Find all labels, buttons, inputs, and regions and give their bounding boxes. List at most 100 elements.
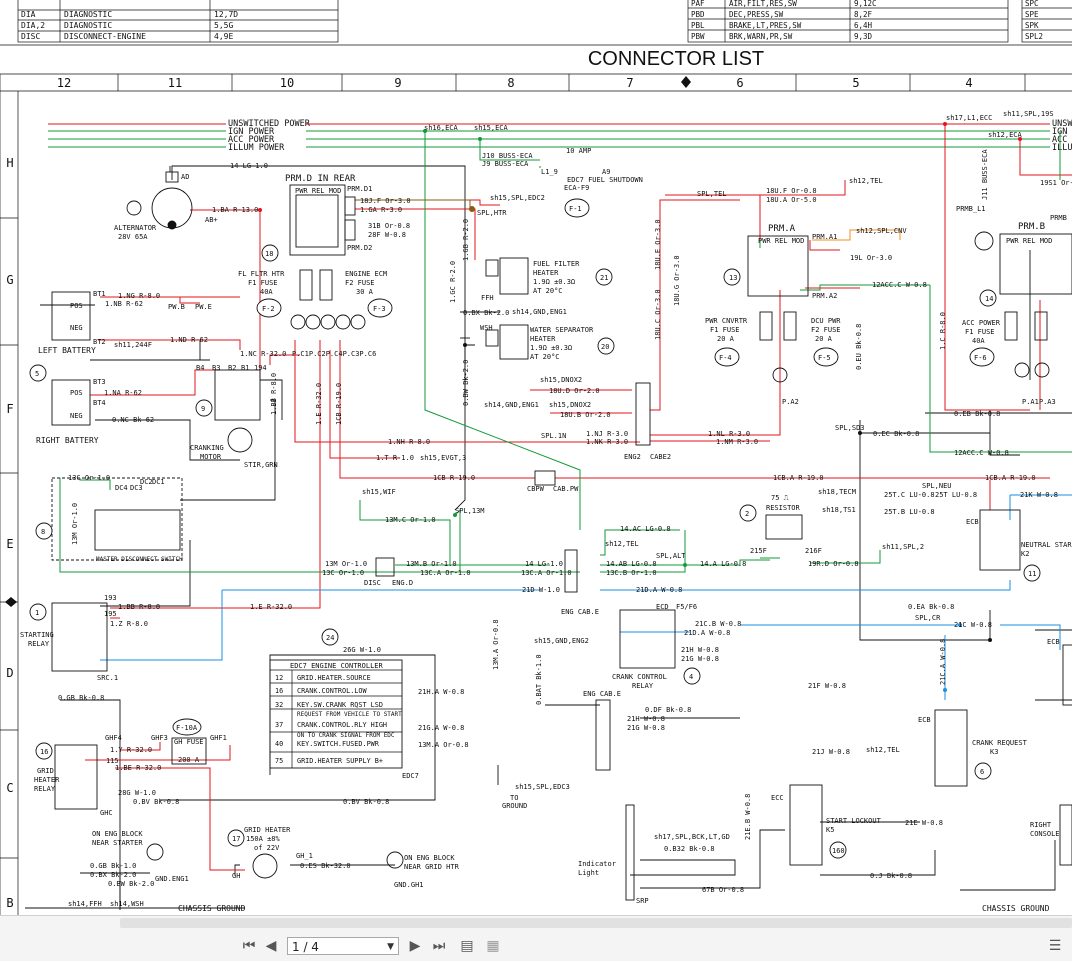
component-label: 200 A (178, 756, 200, 764)
component-label: RELAY (632, 682, 654, 690)
pin-label: DC4 (115, 484, 128, 492)
left-battery (51, 291, 91, 341)
wire-label: 21J W-0.8 (812, 748, 850, 756)
component-label: 40A (260, 288, 273, 296)
wire-label: 0.NC Bk-62 (112, 416, 154, 424)
wire-label: 13M Or-1.0 (325, 560, 367, 568)
first-page-icon[interactable]: ⏮ (242, 938, 256, 954)
ref-label: sh15,WIF (362, 488, 396, 496)
component-label: ALTERNATOR (114, 224, 157, 232)
last-page-icon[interactable]: ⏭ (432, 938, 446, 954)
pin-label: DC3 (130, 484, 143, 492)
wire-label: 13C.A Or-1.0 (521, 569, 572, 577)
splice-label: SPL,TEL (697, 190, 727, 198)
bus-label-illum: ILLUM POWER (228, 143, 285, 153)
pin-label: AB+ (205, 216, 218, 224)
wire-label: 21H W-0.8 (627, 715, 665, 723)
wire-label: 0.EU Bk-0.8 (855, 324, 863, 370)
ref-label: sh12,SPL,CNV (856, 227, 907, 235)
ref-label: sh11,SPL,19S (1003, 110, 1054, 118)
horizontal-scrollbar[interactable] (120, 918, 1072, 928)
col-label: 10 (280, 76, 294, 90)
ref-label: sh15,DNOX2 (540, 376, 582, 384)
wire-label: 21F W-0.8 (808, 682, 846, 690)
component-label: WATER SEPARATOR (530, 326, 594, 334)
wire-label: 26G W-1.0 (343, 646, 381, 654)
wire-label: 21C W-0.8 (954, 621, 992, 629)
bus-label-ign: IGN POWER (228, 127, 275, 137)
wire-label: 21E.B W-0.8 (744, 794, 752, 840)
component-label: LEFT BATTERY (38, 346, 96, 355)
wire-label: 21H W-0.8 (681, 646, 719, 654)
component-label: NEAR STARTER (92, 839, 143, 847)
component-label: HEATER (530, 335, 556, 343)
pin-label: GH_1 (296, 852, 313, 860)
edc7-signal: GRID.HEATER SUPPLY B+ (297, 757, 383, 765)
wire-label: 19R.D Or-0.8 (808, 560, 859, 568)
chevron-down-icon: ▼ (387, 942, 394, 952)
ref-label: sh15,DNOX2 (549, 401, 591, 409)
component-label: EDC7 FUEL SHUTDOWN (567, 176, 643, 184)
edc7-pin: 75 (275, 757, 283, 765)
callout-number: 18 (265, 250, 273, 258)
sidebar-icon[interactable]: ☰ (1048, 938, 1062, 954)
wire-label: 14 LG-1.0 (525, 560, 563, 568)
col-label: 11 (168, 76, 182, 90)
grid-heater (252, 853, 278, 879)
component-label: NEUTRAL STAR (1021, 541, 1072, 549)
wire-label: 0.BW Bk-2.0 (108, 880, 154, 888)
wire-label: 1.NG R-8.0 (118, 292, 160, 300)
wiring-diagram: DIA DIAGNOSTIC 12,7D DIA,2 DIAGNOSTIC 5,… (0, 0, 1072, 915)
wire-label: 13M.A Or-0.8 (492, 619, 500, 670)
splice-label: SPL,13M (455, 507, 485, 515)
page-select[interactable]: 1 / 4▼ (287, 937, 399, 955)
outline-icon[interactable]: ▤ (460, 938, 474, 954)
tbl-r-desc-0: AIR,FILT,RES,SW (729, 0, 797, 8)
component-label: PWR REL MOD (295, 187, 341, 195)
tbl-r-desc-2: BRAKE,LT,PRES,SW (729, 21, 802, 30)
wire-label: 13C Or-1.0 (322, 569, 364, 577)
component-label: PRM.D IN REAR (285, 174, 356, 184)
thumbnails-icon[interactable]: ▦ (486, 938, 500, 954)
wire-label: 1.NJ R-3.0 (586, 430, 628, 438)
tbl-r-ref-1: 8,2F (854, 10, 873, 19)
next-page-icon[interactable]: ▶ (409, 938, 421, 954)
wire-label: 1CB R-19.0 (335, 383, 343, 425)
callout-number: 160 (832, 847, 845, 855)
wire-label: 1.BA R-13.0 (212, 206, 258, 214)
ref-label: sh12,TEL (605, 540, 639, 548)
pin-label: L1_9 (541, 168, 558, 176)
col-label: 9 (394, 76, 401, 90)
row-label: G (6, 273, 13, 287)
connector-label: F5/F6 (676, 603, 697, 611)
wire-label: 14 LG-1.0 (230, 162, 268, 170)
wire-label: 1.GB R-2.0 (462, 219, 470, 261)
pin-label: DC1 (152, 478, 165, 486)
pin-label: POS (70, 302, 83, 310)
component-label: 40A (972, 337, 985, 345)
wire-label: 13C Or-1.0 (68, 474, 110, 482)
components (51, 171, 1072, 901)
component-label: F2 FUSE (345, 279, 375, 287)
prev-page-icon[interactable]: ◀ (265, 938, 277, 954)
wire-label: 18U.A Or-5.0 (766, 196, 817, 204)
pin-label: 194 (254, 364, 267, 372)
component-label: TO (510, 794, 518, 802)
ref-label: sh11,SPL,2 (882, 543, 924, 551)
connector-label: WSH (480, 324, 493, 332)
wire-label: 21E W-0.8 (905, 819, 943, 827)
fuse-id: F-5 (818, 354, 831, 362)
wire-label: 21D.A W-0.8 (636, 586, 682, 594)
component-label: 30 A (356, 288, 374, 296)
wire-label: 21C.B W-0.8 (695, 620, 741, 628)
component-label: ON ENG BLOCK (92, 830, 143, 838)
component-label: PWR REL MOD (758, 237, 804, 245)
start-lockout-relay (789, 784, 823, 866)
connector-label: FFH (481, 294, 494, 302)
wire-label: 1CB R-19.0 (433, 474, 475, 482)
tbl-l-code-2: DISC (21, 32, 40, 41)
wire-label: 1.Y R-32.0 (110, 746, 152, 754)
component-label: CHASSIS GROUND (178, 904, 246, 913)
component-label: CONSOLE (1030, 830, 1060, 838)
component-label: PWR REL MOD (1006, 237, 1052, 245)
